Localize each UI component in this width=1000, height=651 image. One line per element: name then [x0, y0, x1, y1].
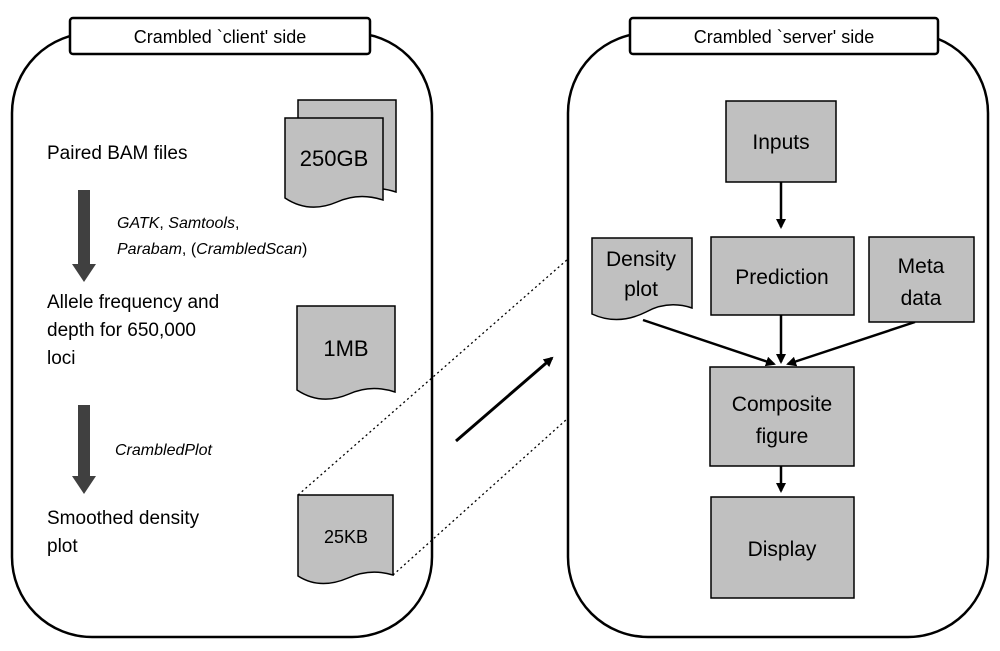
down-arrow-icon-1 — [72, 190, 96, 282]
transfer-arrow-icon — [455, 356, 554, 443]
composite-label-line-1: Composite — [732, 393, 832, 416]
client-title-box — [68, 16, 372, 56]
arrow-density-composite — [642, 318, 776, 367]
density-label-line-2: plot — [624, 278, 658, 301]
projection-line-bottom — [392, 306, 693, 576]
size-250gb: 250GB — [300, 146, 369, 171]
step-smoothed-line-2: plot — [47, 536, 78, 557]
tools-line-1: GATK, Samtools, — [117, 215, 239, 232]
client-title: Crambled `client' side — [134, 27, 307, 47]
server-title: Crambled `server' side — [694, 27, 875, 47]
size-25kb: 25KB — [324, 527, 368, 547]
server-title-box — [628, 16, 940, 56]
down-arrow-icon-2 — [72, 405, 96, 494]
composite-figure-box — [709, 366, 855, 467]
inputs-box — [725, 100, 837, 183]
density-plot-doc-icon — [591, 237, 693, 321]
step-bam-files: Paired BAM files — [47, 143, 187, 164]
prediction-box — [710, 236, 855, 316]
composite-label-line-2: figure — [756, 425, 809, 448]
inputs-label: Inputs — [752, 131, 809, 154]
tools-line-2: Parabam, (CrambledScan) — [117, 241, 307, 258]
meta-label-line-1: Meta — [898, 255, 945, 278]
size-1mb: 1MB — [323, 336, 368, 361]
meta-label-line-2: data — [901, 287, 942, 310]
doc-1mb-icon — [296, 305, 396, 400]
projection-line-top — [297, 237, 593, 496]
meta-data-box — [868, 236, 975, 323]
display-box — [710, 496, 855, 599]
density-label-line-1: Density — [606, 248, 677, 271]
step-allele-line-1: Allele frequency and — [47, 292, 219, 313]
doc-25kb-icon — [297, 494, 394, 585]
tools-crambledplot: CrambledPlot — [115, 442, 212, 459]
step-allele-line-2: depth for 650,000 — [47, 320, 196, 341]
step-smoothed-line-1: Smoothed density — [47, 508, 200, 529]
doc-250gb-icon — [284, 117, 384, 208]
display-label: Display — [748, 538, 817, 561]
step-allele-line-3: loci — [47, 348, 76, 369]
arrow-meta-composite — [786, 320, 916, 367]
prediction-label: Prediction — [735, 266, 828, 289]
